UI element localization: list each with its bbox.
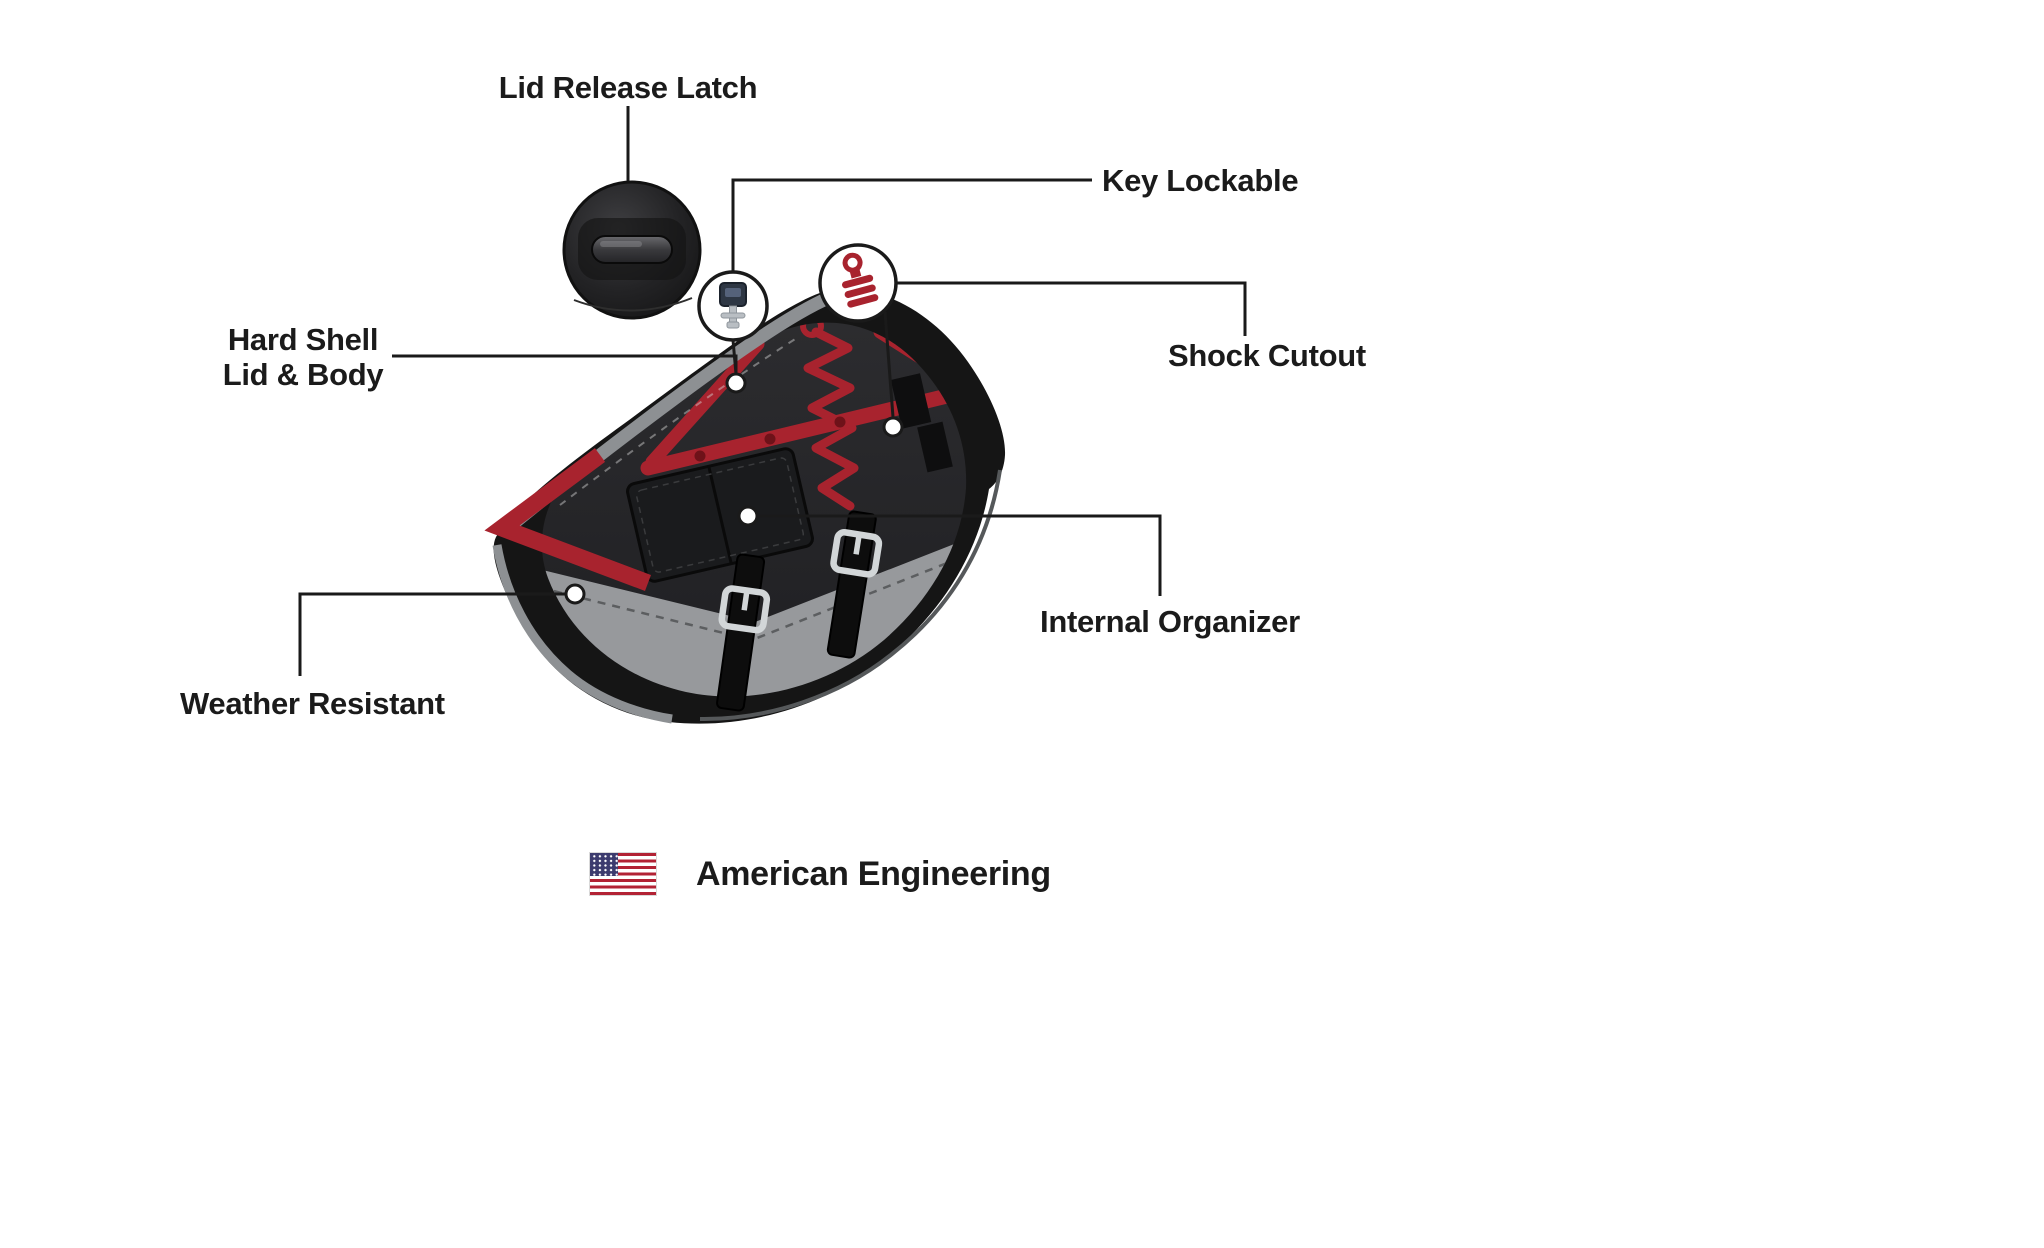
red-accent-stripe [484, 448, 651, 591]
shock-absorber-icon [818, 243, 898, 323]
callout-label-lid-release-latch: Lid Release Latch [498, 70, 758, 105]
footer-label: American Engineering [696, 854, 1051, 893]
callout-dots [564, 372, 904, 605]
line-weather-resistant [298, 592, 566, 676]
line-hard-shell [392, 354, 738, 373]
footer: American Engineering [590, 853, 1051, 895]
lid-latch-detail-icon [562, 180, 702, 320]
bag-bottom-plate [541, 532, 967, 697]
callout-label-weather-resistant: Weather Resistant [180, 686, 445, 721]
us-flag-icon [590, 853, 656, 895]
callout-lines [298, 106, 1247, 676]
plate-stitching [541, 550, 967, 642]
right-piping [699, 469, 1002, 722]
dot-hard-shell [725, 372, 747, 394]
line-shock-cutout [896, 281, 1247, 336]
line-key-lockable [731, 178, 1092, 271]
flag-canton [590, 853, 618, 876]
strap-left [716, 553, 771, 712]
line-shock-to-bag [883, 311, 895, 418]
hard-shell-line2: Lid & Body [222, 357, 384, 392]
dot-weather-resistant [564, 583, 586, 605]
callout-label-hard-shell: Hard Shell Lid & Body [223, 322, 384, 392]
callout-label-shock-cutout: Shock Cutout [1168, 338, 1366, 373]
hard-shell-line1: Hard Shell [227, 322, 379, 357]
line-internal-organizer [757, 514, 1162, 596]
strap-right [826, 510, 883, 659]
key-icon [697, 270, 769, 342]
dot-internal-organizer [737, 505, 759, 527]
internal-organizer-pocket [626, 447, 814, 583]
callout-label-key-lockable: Key Lockable [1102, 163, 1299, 198]
callout-label-internal-organizer: Internal Organizer [1040, 604, 1300, 639]
saddlebag-illustration [484, 287, 1006, 724]
bottom-trim-gray [492, 544, 673, 724]
mount-tab [917, 421, 953, 473]
dot-shock-cutout [882, 416, 904, 438]
mount-tab [890, 373, 932, 429]
